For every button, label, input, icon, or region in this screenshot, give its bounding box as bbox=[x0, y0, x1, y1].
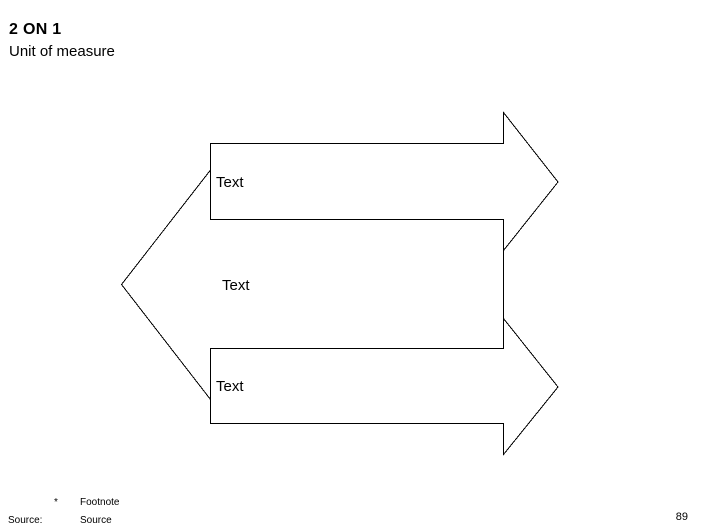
footnote-marker: * bbox=[54, 497, 58, 508]
bottom-arrow-label: Text bbox=[216, 378, 244, 395]
unit-of-measure-label: Unit of measure bbox=[9, 43, 115, 60]
page-number: 89 bbox=[675, 511, 688, 523]
slide-title: 2 ON 1 bbox=[9, 21, 62, 38]
bottom-right-arrow-shape bbox=[210, 317, 559, 456]
source-label: Source: bbox=[8, 515, 43, 526]
middle-arrow-label: Text bbox=[222, 277, 250, 294]
source-text: Source bbox=[80, 515, 112, 526]
top-right-arrow-shape bbox=[210, 111, 559, 252]
top-arrow-label: Text bbox=[216, 174, 244, 191]
footnote-text: Footnote bbox=[80, 497, 120, 508]
